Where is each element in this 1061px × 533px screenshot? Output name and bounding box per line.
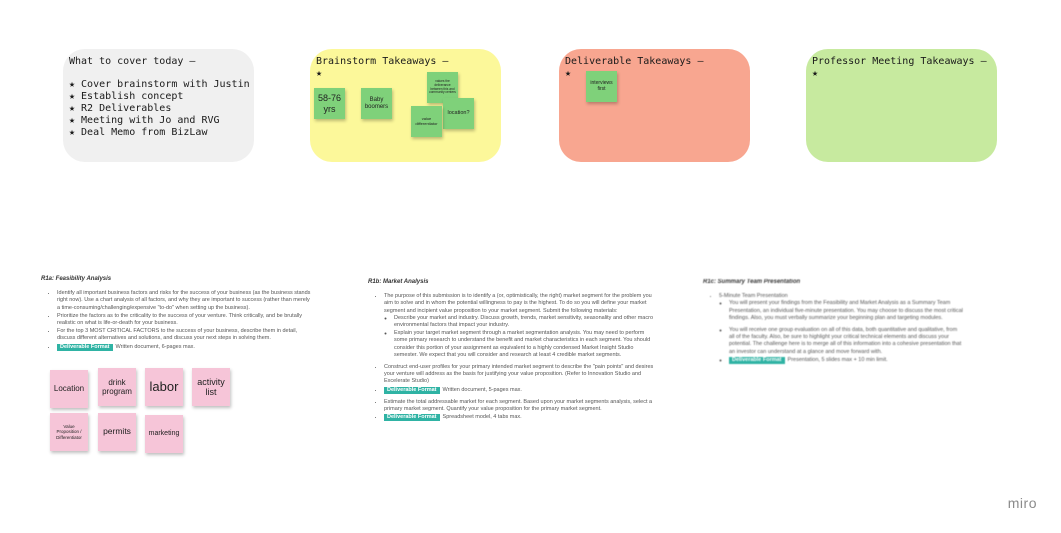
sticky-activity-list[interactable]: activity list — [192, 368, 230, 406]
sticky-labor[interactable]: labor — [145, 368, 183, 406]
sticky-boomers[interactable]: Baby boomers — [361, 88, 392, 119]
summary-title: R1c: Summary Team Presentation — [703, 279, 801, 285]
sticky-value-differentiator[interactable]: value differentiator — [411, 106, 442, 137]
deliverable-format-badge: Deliverable Format — [729, 356, 785, 365]
sticky-interviews[interactable]: interviews first — [586, 71, 617, 102]
market-bullet: Estimate the total addressable market fo… — [384, 399, 658, 413]
sticky-location[interactable]: location? — [443, 98, 474, 129]
summary-sub-bullet: You will receive one group evaluation on… — [729, 327, 963, 356]
agenda-item: ★ Deal Memo from BizLaw — [69, 127, 208, 138]
market-sub-bullet: Explain your target market segment throu… — [394, 330, 658, 359]
summary-doc[interactable]: R1c: Summary Team Presentation 5-Minute … — [703, 279, 963, 365]
sticky-drink-program[interactable]: drink program — [98, 368, 136, 406]
sticky-value-proposition[interactable]: Value Proposition / Differentiator — [50, 413, 88, 451]
summary-sub-bullet: You will present your findings from the … — [729, 300, 963, 322]
professor-bullet: ★ — [812, 68, 819, 79]
deliverable-format-badge: Deliverable Format — [384, 414, 440, 422]
market-sub-bullet: Describe your market and industry. Discu… — [394, 315, 658, 329]
format-text: Written document, 6-pages max. — [115, 343, 195, 350]
feasibility-title: R1a: Feasibility Analysis — [41, 276, 112, 282]
feasibility-doc[interactable]: R1a: Feasibility Analysis Identify all i… — [41, 276, 311, 352]
miro-logo: miro — [1007, 495, 1037, 511]
sticky-marketing[interactable]: marketing — [145, 415, 183, 453]
market-title: R1b: Market Analysis — [368, 279, 429, 285]
summary-bullet: 5-Minute Team Presentation You will pres… — [719, 293, 963, 365]
brainstorm-title: Brainstorm Takeaways — — [316, 56, 449, 67]
brainstorm-bullet: ★ — [316, 68, 323, 79]
feasibility-bullet: Identify all important business factors … — [57, 290, 311, 312]
agenda-item: ★ Meeting with Jo and RVG — [69, 115, 220, 126]
deliverable-format-badge: Deliverable Format — [384, 386, 440, 394]
feasibility-bullet: For the top 3 MOST CRITICAL FACTORS to t… — [57, 328, 311, 342]
market-doc[interactable]: R1b: Market Analysis The purpose of this… — [368, 279, 658, 422]
format-text: Presentation, 5 slides max + 10 min limi… — [787, 356, 888, 363]
sticky-age[interactable]: 58-76 yrs — [314, 88, 345, 119]
market-bullet: Construct end-user profiles for your pri… — [384, 364, 658, 386]
agenda-title: What to cover today — — [69, 56, 196, 67]
sticky-permits[interactable]: permits — [98, 413, 136, 451]
deliverable-card[interactable]: Deliverable Takeaways — ★ — [559, 49, 750, 162]
sticky-values[interactable]: values the deliverance between this and … — [427, 72, 458, 103]
market-bullet: The purpose of this submission is to ide… — [384, 293, 658, 359]
agenda-item: ★ R2 Deliverables — [69, 103, 172, 114]
agenda-card[interactable]: What to cover today — ★ Cover brainstorm… — [63, 49, 254, 162]
agenda-item: ★ Establish concept — [69, 91, 184, 102]
professor-title: Professor Meeting Takeaways — — [812, 56, 987, 67]
format-text: Written document, 5-pages max. — [442, 386, 522, 393]
deliverable-title: Deliverable Takeaways — — [565, 56, 704, 67]
deliverable-bullet: ★ — [565, 68, 572, 79]
deliverable-format-badge: Deliverable Format — [57, 343, 113, 351]
agenda-item: ★ Cover brainstorm with Justin — [69, 79, 250, 90]
professor-card[interactable]: Professor Meeting Takeaways — ★ — [806, 49, 997, 162]
feasibility-bullet: Prioritize the factors as to the critica… — [57, 313, 311, 327]
sticky-location-pink[interactable]: Location — [50, 370, 88, 408]
format-text: Spreadsheet model, 4 tabs max. — [442, 414, 522, 421]
agenda-list: ★ Cover brainstorm with Justin ★ Establi… — [69, 79, 250, 139]
